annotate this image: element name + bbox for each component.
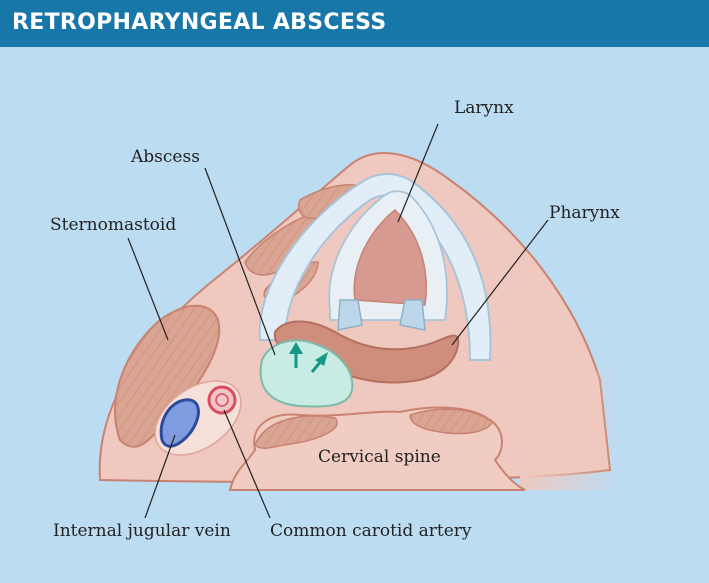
label-abscess: Abscess (130, 147, 200, 167)
label-sternomastoid: Sternomastoid (50, 215, 176, 235)
label-internal-jugular-vein: Internal jugular vein (53, 521, 231, 541)
title-bar: RETROPHARYNGEAL ABSCESS (0, 0, 709, 47)
arytenoid-left (338, 300, 362, 330)
leader-sternomastoid (128, 238, 168, 340)
label-pharynx: Pharynx (549, 203, 620, 223)
page-title: RETROPHARYNGEAL ABSCESS (12, 10, 386, 35)
anatomy-diagram: Larynx Abscess Sternomastoid Pharynx Cer… (0, 47, 709, 583)
label-common-carotid-artery: Common carotid artery (270, 521, 472, 541)
carotid-lumen (216, 394, 228, 406)
label-larynx: Larynx (454, 98, 514, 118)
neck-fade (520, 370, 620, 490)
label-cervical-spine: Cervical spine (318, 447, 441, 467)
arytenoid-right (400, 300, 425, 330)
